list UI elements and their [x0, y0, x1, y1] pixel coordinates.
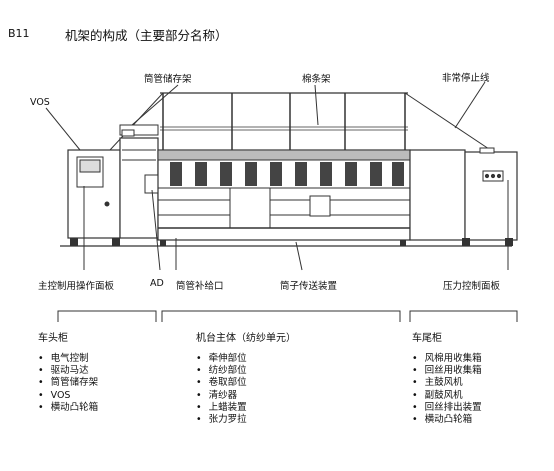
label-tube-transport: 筒子传送装置: [280, 281, 338, 292]
list-item: 回丝用收集箱: [412, 365, 482, 377]
list-item: 副鼓风机: [412, 390, 482, 402]
list-item: 横动凸轮箱: [38, 402, 99, 414]
list-item: 纺纱部位: [196, 365, 296, 377]
list-item: VOS: [38, 390, 98, 402]
list-item: 驱动马达: [38, 365, 98, 377]
label-pressure-panel: 压力控制面板: [443, 281, 501, 292]
list-item: 回丝排出装置: [412, 402, 482, 414]
figure-title: 机架的构成（主要部分名称）: [65, 28, 228, 43]
label-sliver-rack: 棉条架: [302, 74, 331, 85]
figure-code: B11: [8, 27, 30, 40]
label-ad: AD: [150, 278, 164, 289]
list-item: 筒管储存架: [38, 377, 99, 389]
list-item: 牵伸部位: [196, 353, 296, 365]
section-head: 车头柜 电气控制 驱动马达 筒管储存架 VOS 横动凸轮箱: [38, 329, 98, 414]
section-title: 车头柜: [38, 333, 68, 344]
section-title: 机台主体（纺纱单元）: [196, 333, 296, 344]
list-item: 清纱器: [196, 390, 296, 402]
section-main-body: 机台主体（纺纱单元） 牵伸部位 纺纱部位 卷取部位 清纱器 上蜡装置 张力罗拉: [196, 329, 296, 426]
list-item: 电气控制: [38, 353, 98, 365]
list-item: 主鼓风机: [412, 377, 482, 389]
section-tail: 车尾柜 风棉用收集箱 回丝用收集箱 主鼓风机 副鼓风机 回丝排出装置 横动凸轮箱: [412, 329, 482, 426]
label-tube-feed: 筒管补给口: [176, 281, 224, 292]
label-main-panel: 主控制用操作面板: [38, 281, 115, 292]
list-item: 横动凸轮箱: [412, 414, 482, 426]
list-item: 张力罗拉: [196, 414, 296, 426]
list-item: 上蜡装置: [196, 402, 296, 414]
label-tube-rack: 筒管储存架: [144, 74, 192, 85]
label-vos: VOS: [30, 97, 50, 108]
list-item: 风棉用收集箱: [412, 353, 482, 365]
label-emergency-line: 非常停止线: [442, 73, 490, 84]
list-item: 卷取部位: [196, 377, 296, 389]
section-title: 车尾柜: [412, 333, 442, 344]
